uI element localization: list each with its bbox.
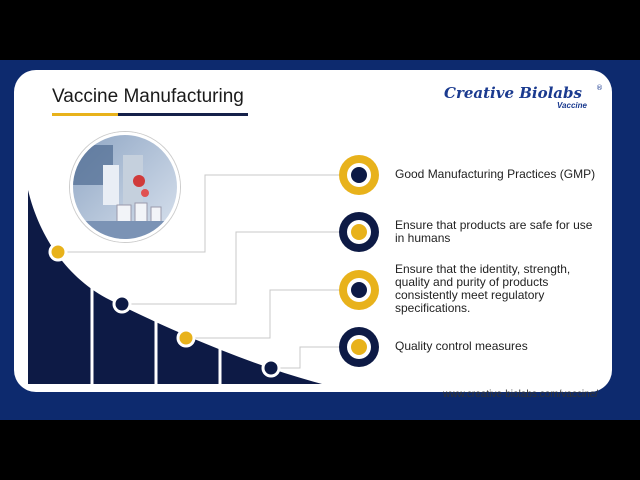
- stair-dot: [176, 328, 196, 348]
- connector-line: [186, 289, 340, 339]
- website-url: www.creative-biolabs.com/vaccine/: [443, 389, 599, 400]
- item-badge-3: [339, 270, 379, 310]
- connector-line: [58, 174, 340, 253]
- stair-dot: [261, 358, 281, 378]
- logo-registered-mark: ®: [596, 84, 603, 92]
- stair-dot: [48, 242, 68, 262]
- logo-name: Creative Biolabs: [444, 84, 582, 102]
- connector-line: [271, 346, 340, 369]
- logo-subtitle: Vaccine: [557, 101, 587, 110]
- title-underline-navy: [118, 113, 248, 116]
- item-text-2: Ensure that products are safe for use in…: [395, 218, 593, 245]
- item-badge-4: [339, 327, 379, 367]
- stair-fill: [28, 190, 322, 384]
- laboratory-photo: [70, 132, 180, 242]
- creative-biolabs-logo: Creative Biolabs ® Vaccine: [444, 84, 604, 114]
- stair-dot: [112, 294, 132, 314]
- item-badge-1: [339, 155, 379, 195]
- item-text-1: Good Manufacturing Practices (GMP): [395, 167, 596, 181]
- title-underline-gold: [52, 113, 118, 116]
- item-text-4: Quality control measures: [395, 339, 528, 353]
- connector-line: [122, 231, 340, 305]
- item-text-3: Ensure that the identity, strength, qual…: [395, 262, 571, 315]
- slide-title: Vaccine Manufacturing: [52, 86, 244, 107]
- item-badge-2: [339, 212, 379, 252]
